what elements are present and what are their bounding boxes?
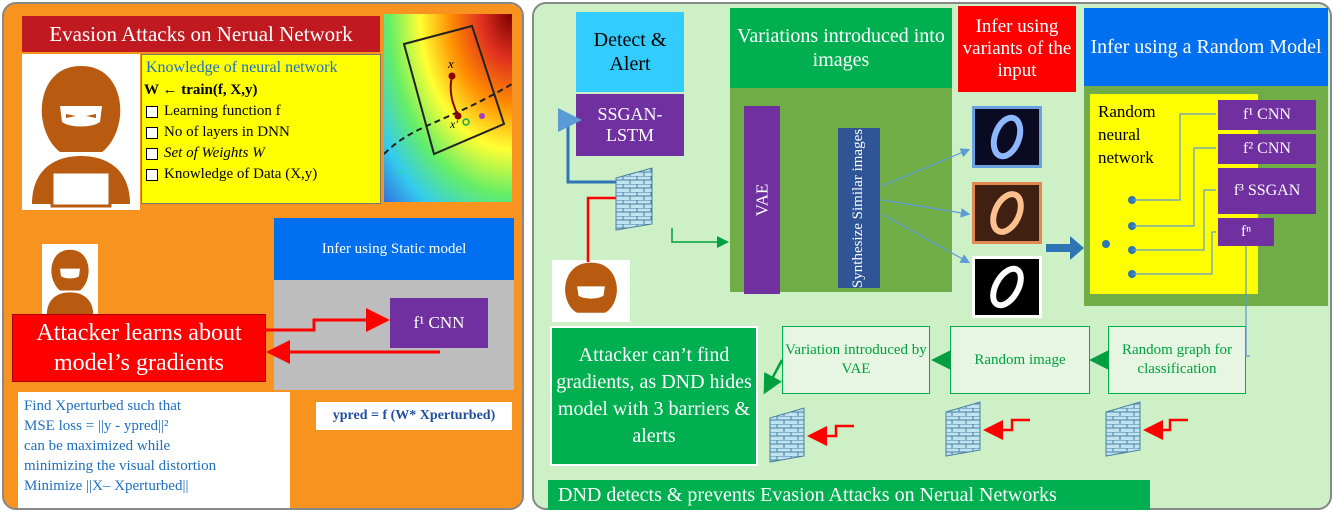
objective-line: Find Xperturbed such that: [24, 398, 182, 414]
big-arrow-icon: [1046, 236, 1084, 260]
hacker-small-icon: [42, 244, 98, 318]
arrow-to-lstm: [558, 108, 620, 184]
knowledge-item: Knowledge of Data (X,y): [144, 164, 380, 185]
knowledge-item: Learning function f: [144, 101, 380, 122]
detect-alert-box: Detect & Alert: [576, 12, 684, 92]
random-graph-box: Random graph for classification: [1108, 326, 1246, 394]
random-image-box: Random image: [950, 326, 1090, 394]
train-line: W ← train(f, X,y): [144, 82, 258, 98]
knowledge-box: Knowledge of neural network W ← train(f,…: [141, 54, 381, 204]
objective-line: Minimize ||X– Xperturbed||: [24, 478, 189, 494]
checkbox-icon: [146, 105, 158, 118]
synthesize-box: Synthesize Similar images: [838, 128, 880, 288]
firewall-icon: [615, 167, 653, 231]
objective-line: can be maximized while: [24, 438, 171, 454]
arrow-to-vae: [671, 228, 729, 248]
static-model-title: Infer using Static model: [274, 218, 514, 280]
model-box: fⁿ: [1218, 218, 1274, 246]
variations-title: Variations introduced into images: [730, 8, 952, 88]
random-nn-label: Random neural network: [1098, 102, 1156, 167]
objective-line: minimizing the visual distortion: [24, 458, 217, 474]
variation-vae-box: Variation introduced by VAE: [782, 326, 930, 394]
plot-label-x: x: [447, 56, 454, 71]
footer-banner: DND detects & prevents Evasion Attacks o…: [548, 480, 1150, 510]
knowledge-item: Set of Weights W: [144, 143, 380, 164]
knowledge-heading: Knowledge of neural network: [146, 59, 338, 76]
model-box: f² CNN: [1218, 134, 1316, 164]
decision-boundary-plot: x x′: [384, 14, 512, 202]
digit-image-blue: [972, 106, 1042, 168]
infer-random-title: Infer using a Random Model: [1084, 8, 1328, 86]
arrow-to-cnn: [266, 308, 390, 332]
ssgan-lstm-box: SSGAN-LSTM: [576, 94, 684, 156]
firewall-icon: [769, 407, 805, 463]
hacker-right-icon: [552, 260, 630, 322]
checkbox-icon: [146, 126, 158, 139]
hacker-icon: [22, 54, 140, 210]
model-box: f³ SSGAN: [1218, 168, 1316, 214]
checkbox-icon: [146, 147, 158, 160]
checkbox-icon: [146, 168, 158, 181]
firewall-icon: [1105, 401, 1141, 457]
cant-find-box: Attacker can’t find gradients, as DND hi…: [550, 326, 758, 466]
plot-label-x2: x′: [449, 117, 458, 131]
infer-variants-title: Infer using variants of the input: [958, 6, 1076, 92]
knowledge-item: No of layers in DNN: [144, 122, 380, 143]
prediction-formula: ypred = f (W* Xperturbed): [316, 402, 512, 430]
objective-text: Find Xperturbed such that MSE loss = ||y…: [18, 392, 290, 508]
objective-line: MSE loss = ||y - ypred||²: [24, 418, 169, 434]
digit-image-black: [972, 256, 1042, 318]
model-box: f¹ CNN: [1218, 100, 1316, 130]
digit-image-orange: [972, 182, 1042, 244]
vae-box: VAE: [744, 106, 780, 294]
static-cnn-box: f¹ CNN: [390, 298, 488, 348]
left-title: Evasion Attacks on Nerual Network: [22, 16, 380, 52]
attacker-learns-box: Attacker learns about model’s gradients: [12, 314, 266, 382]
firewall-icon: [945, 401, 981, 457]
